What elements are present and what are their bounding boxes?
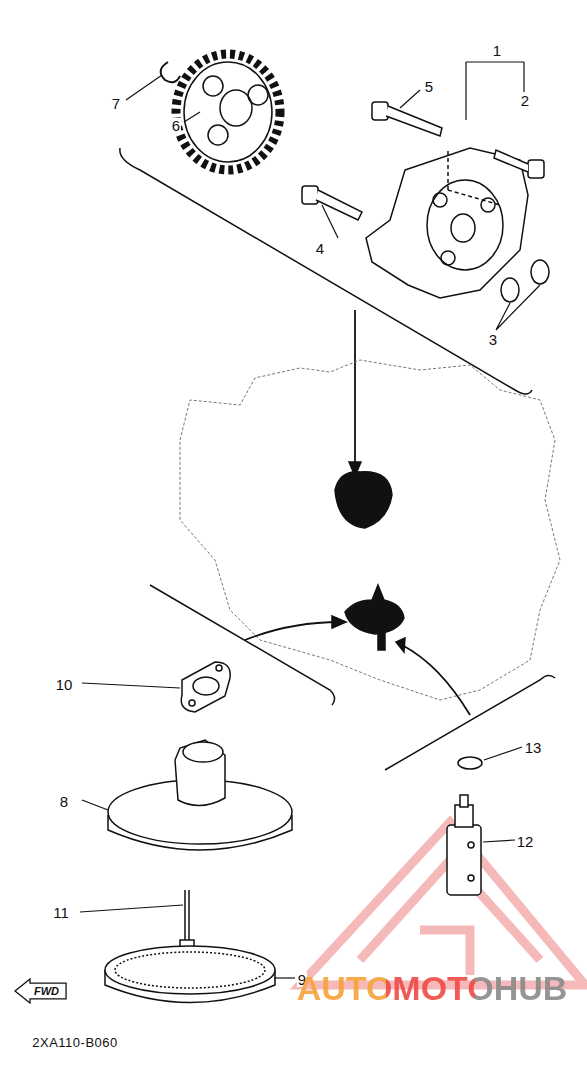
circlip: [161, 62, 180, 82]
watermark-logo: [300, 822, 585, 985]
drawing-code: 2XA110-B060: [31, 1036, 119, 1049]
watermark: AUTOMOTOHUB: [297, 971, 568, 1005]
callout-number: 7: [111, 96, 121, 111]
callout-number: 8: [59, 794, 69, 809]
callout-number: 2: [520, 93, 530, 108]
section-line: [150, 585, 335, 705]
callout-number: 4: [315, 241, 325, 256]
leader-line: [126, 62, 540, 330]
leader-line: [80, 683, 522, 978]
pump-location: [335, 472, 392, 528]
strainer-location: [345, 585, 404, 634]
relief-valve: [447, 825, 481, 895]
oil-pump: [366, 148, 528, 298]
bolt: [302, 102, 544, 220]
callout-number: 10: [55, 677, 74, 692]
callout-number: 6: [171, 118, 181, 133]
arrow-text: FWD: [34, 985, 59, 997]
gasket: [181, 662, 230, 712]
direction-arrow: FWD: [14, 978, 67, 1004]
gear-teeth: [176, 54, 280, 170]
callout-number: 3: [488, 332, 498, 347]
pump-rotor-cover: [427, 180, 503, 270]
callout-number: 12: [516, 834, 535, 849]
callout-number: 5: [424, 79, 434, 94]
callout-number: 1: [492, 43, 502, 58]
callout-number: 13: [524, 740, 543, 755]
strainer-screen: [105, 946, 275, 994]
engine-outline: [180, 360, 560, 700]
section-line: [120, 148, 532, 394]
gear-hub: [220, 90, 252, 126]
callout-number: 11: [52, 905, 70, 920]
gear: [184, 62, 272, 162]
